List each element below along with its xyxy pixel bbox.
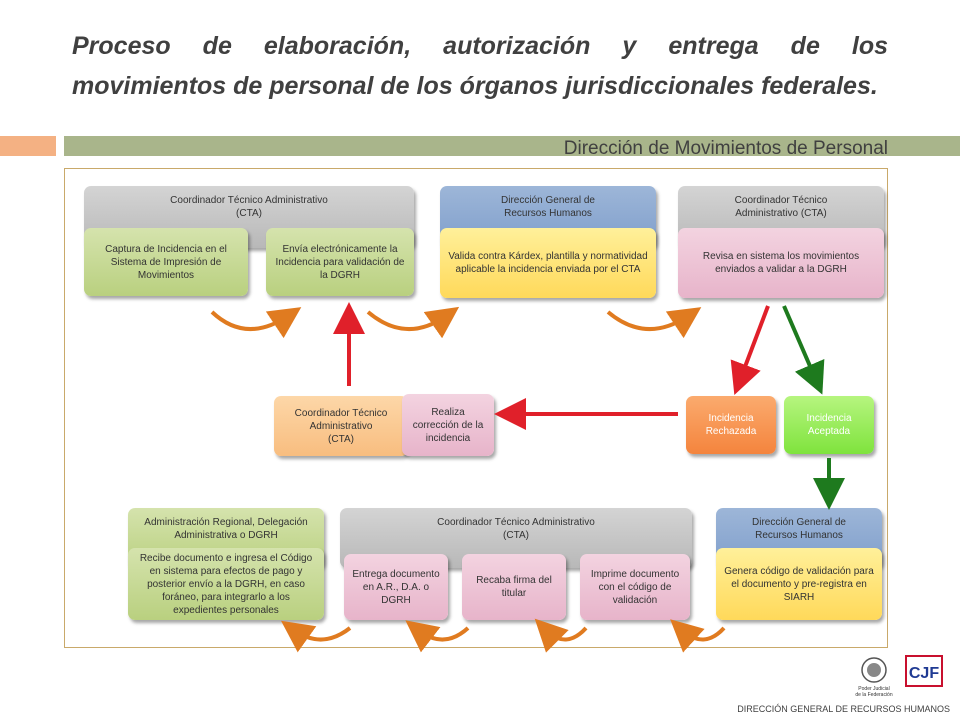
admin-header-line2: Administrativa o DGRH xyxy=(174,530,278,541)
rechazada-box: Incidencia Rechazada xyxy=(686,396,776,454)
imprime-box: Imprime documento con el código de valid… xyxy=(580,554,690,620)
envia-text: Envía electrónicamente la Incidencia par… xyxy=(275,243,405,281)
recaba-text: Recaba firma del titular xyxy=(476,575,552,599)
header-band-orange xyxy=(0,136,56,156)
arrow-recaba-entrega xyxy=(405,620,470,653)
dgrh3-header-line2: Recursos Humanos xyxy=(755,530,843,541)
aceptada-box: Incidencia Aceptada xyxy=(784,396,874,454)
arrow-revisa-rechazada xyxy=(730,305,770,395)
realiza-text: Realiza corrección de la incidencia xyxy=(412,406,484,444)
svg-text:de la Federación: de la Federación xyxy=(855,692,892,698)
cta-correccion-line1: Coordinador Técnico xyxy=(294,407,388,419)
arrow-entrega-recibe xyxy=(280,620,352,653)
cta3-header-line1: Coordinador Técnico Administrativo xyxy=(437,517,595,528)
envia-box: Envía electrónicamente la Incidencia par… xyxy=(266,228,414,296)
recaba-box: Recaba firma del titular xyxy=(462,554,566,620)
cta2-header-line2: Administrativo (CTA) xyxy=(735,208,827,219)
diagram-frame xyxy=(64,168,888,648)
cta3-header-line2: (CTA) xyxy=(503,530,529,541)
svg-text:CJF: CJF xyxy=(909,665,939,682)
cta-correccion-line2: Administrativo xyxy=(309,420,373,432)
revisa-box: Revisa en sistema los movimientos enviad… xyxy=(678,228,884,298)
arrow-envia-valida xyxy=(366,306,460,339)
page-title: Proceso de elaboración, autorización y e… xyxy=(72,26,888,106)
arrow-valida-revisa xyxy=(606,307,702,339)
valida-text: Valida contra Kárdex, plantilla y normat… xyxy=(448,251,648,275)
subtitle: Dirección de Movimientos de Personal xyxy=(563,138,888,159)
footer-text: DIRECCIÓN GENERAL DE RECURSOS HUMANOS xyxy=(737,704,950,714)
cta-header-line2: (CTA) xyxy=(236,208,262,219)
cta-correccion-line3: (CTA) xyxy=(328,433,354,445)
arrow-genera-imprime xyxy=(670,619,726,653)
genera-box: Genera código de validación para el docu… xyxy=(716,548,882,620)
recibe-box: Recibe documento e ingresa el Código en … xyxy=(128,548,324,620)
genera-text: Genera código de validación para el docu… xyxy=(724,565,874,603)
revisa-text: Revisa en sistema los movimientos enviad… xyxy=(702,251,860,275)
admin-header-line1: Administración Regional, Delegación xyxy=(144,517,308,528)
captura-text: Captura de Incidencia en el Sistema de I… xyxy=(105,243,227,281)
aceptada-text: Incidencia Aceptada xyxy=(806,413,852,437)
title-line-1: Proceso de elaboración, autorización y e… xyxy=(72,32,888,60)
rechazada-text: Incidencia Rechazada xyxy=(705,413,757,437)
svg-text:Poder Judicial: Poder Judicial xyxy=(858,686,889,692)
cta-header-line1: Coordinador Técnico Administrativo xyxy=(170,195,328,206)
dgrh-header-line2: Recursos Humanos xyxy=(504,208,592,219)
dgrh-header-line1: Dirección General de xyxy=(501,195,595,206)
captura-box: Captura de Incidencia en el Sistema de I… xyxy=(84,228,248,296)
recibe-text: Recibe documento e ingresa el Código en … xyxy=(139,552,313,616)
dgrh3-header-line1: Dirección General de xyxy=(752,517,846,528)
title-line-2: movimientos de personal de los órganos j… xyxy=(72,72,878,100)
cjf-logo-icon: CJF xyxy=(904,654,948,698)
arrow-imprime-recaba xyxy=(534,618,588,653)
entrega-box: Entrega documento en A.R., D.A. o DGRH xyxy=(344,554,448,620)
arrow-revisa-aceptada xyxy=(782,305,825,395)
entrega-text: Entrega documento en A.R., D.A. o DGRH xyxy=(352,568,440,606)
pjf-seal-icon: Poder Judicial de la Federación xyxy=(852,654,896,698)
arrow-captura-envia xyxy=(210,307,302,339)
header-band-green xyxy=(64,136,960,156)
valida-box: Valida contra Kárdex, plantilla y normat… xyxy=(440,228,656,298)
imprime-text: Imprime documento con el código de valid… xyxy=(590,568,680,606)
cta2-header-line1: Coordinador Técnico xyxy=(734,195,828,206)
realiza-box: Realiza corrección de la incidencia xyxy=(402,394,494,456)
